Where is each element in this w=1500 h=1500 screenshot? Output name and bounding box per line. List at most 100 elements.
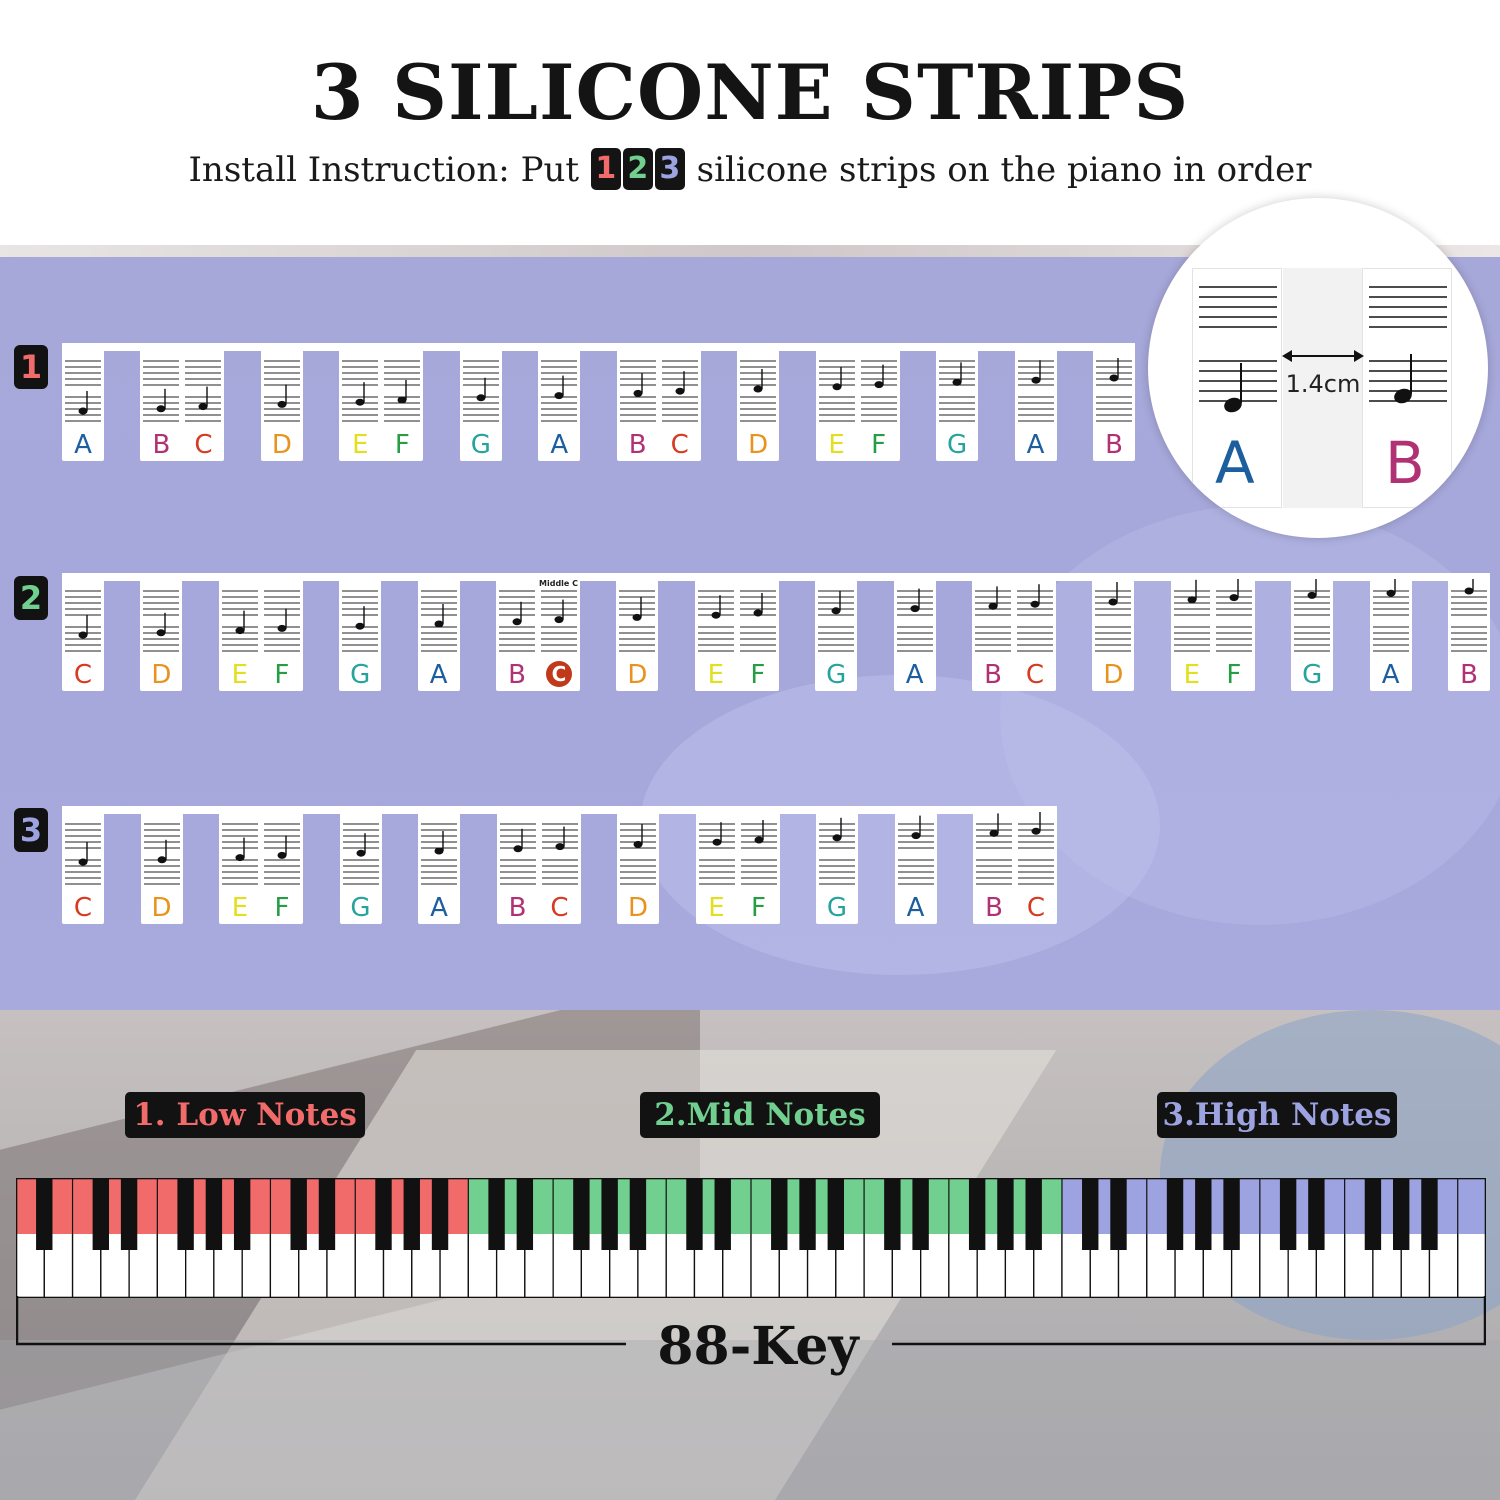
- high-notes-band: [1061, 1178, 1486, 1234]
- page-title: 3 SILICONE STRIPS: [310, 48, 1190, 137]
- strip-1-badge: 1: [14, 345, 48, 389]
- zoom-card-a: A: [1192, 268, 1282, 508]
- note-card-d: D: [140, 806, 183, 924]
- piano-keyboard: [16, 1178, 1486, 1298]
- note-card-g: G: [459, 343, 502, 461]
- black-key: [403, 1178, 420, 1250]
- note-letter: B: [152, 430, 171, 460]
- note-letter: G: [826, 660, 847, 690]
- low-notes-strip: LowNotesABCDEFGABCDEFGAB: [62, 343, 1135, 461]
- black-key: [629, 1178, 647, 1250]
- key-gap: [1283, 268, 1363, 508]
- strip-2-badge: 2: [14, 576, 48, 620]
- note-letter: E: [231, 660, 249, 690]
- note-letter: E: [707, 660, 725, 690]
- staff-icon: [421, 823, 457, 885]
- note-card-d: D: [617, 806, 659, 924]
- note-letter: D: [748, 430, 769, 460]
- black-key: [799, 1178, 816, 1250]
- note-card-a: A: [1014, 343, 1057, 461]
- note-card-g: G: [339, 573, 382, 691]
- note-letter: B: [985, 893, 1003, 923]
- note-letter: G: [947, 430, 968, 460]
- note-letter: E: [708, 893, 725, 923]
- black-key: [120, 1178, 138, 1250]
- note-letter: B: [984, 660, 1002, 690]
- note-letter: G: [470, 430, 491, 460]
- middle-c-label: Middle C: [539, 579, 578, 588]
- note-letter: D: [271, 430, 292, 460]
- note-letter: A: [1026, 430, 1045, 460]
- note-card-g: G: [339, 806, 382, 924]
- staff-icon: [975, 584, 1053, 652]
- black-key: [488, 1178, 505, 1250]
- note-card-a: A: [538, 343, 581, 461]
- staff-icon: [620, 823, 656, 885]
- key-spacing-zoom: A B 1.4cm: [1148, 198, 1488, 538]
- note-card-b: B: [1448, 573, 1490, 691]
- note-letter: A: [550, 430, 569, 460]
- staff-icon: [697, 590, 776, 652]
- note-card-g: G: [816, 806, 858, 924]
- staff-icon: [342, 590, 379, 652]
- note-letter: G: [350, 660, 371, 690]
- black-key: [205, 1178, 223, 1250]
- low-notes-label: 1. Low Notes: [125, 1092, 365, 1138]
- black-key: [1392, 1178, 1410, 1250]
- note-letter: D: [151, 893, 172, 923]
- note-card-g: G: [936, 343, 979, 461]
- background-shape: [0, 1340, 1500, 1500]
- note-letter: B: [508, 660, 526, 690]
- note-card-a: A: [417, 573, 460, 691]
- note-letter: C: [1026, 893, 1046, 923]
- staff-icon: [1451, 579, 1487, 652]
- note-letter: D: [1103, 660, 1124, 690]
- staff-icon: [740, 360, 777, 422]
- black-key: [912, 1178, 929, 1250]
- black-key: [997, 1178, 1014, 1250]
- staff-icon: [342, 823, 379, 885]
- note-letter: C: [1025, 660, 1045, 690]
- staff-icon: [819, 817, 855, 885]
- black-key: [233, 1178, 251, 1250]
- black-key: [1110, 1178, 1127, 1250]
- note-letter: A: [1381, 660, 1400, 690]
- double-arrow-icon: [1282, 350, 1364, 362]
- strip-3-badge: 3: [14, 808, 48, 852]
- staff-icon: [619, 360, 698, 422]
- staff-icon: [1096, 358, 1132, 422]
- note-card-d: D: [140, 573, 183, 691]
- mid-notes-band: [468, 1178, 1062, 1234]
- black-key: [1166, 1178, 1184, 1250]
- high-notes-strip: HighNotesCDEFGABCDEFGABC: [62, 806, 1057, 924]
- black-key: [968, 1178, 986, 1250]
- badge-strip-3: 3: [654, 148, 685, 190]
- black-key: [1364, 1178, 1382, 1250]
- note-letter: F: [274, 893, 290, 923]
- staff-icon: [143, 590, 180, 652]
- staff-icon: [143, 360, 222, 422]
- note-letter: A: [430, 893, 448, 923]
- note-card-c: C: [62, 806, 104, 924]
- note-letter: C: [550, 893, 569, 923]
- note-card-a: A: [418, 806, 460, 924]
- staff-icon: [1173, 579, 1252, 652]
- staff-icon: [619, 590, 656, 652]
- note-letter: E: [828, 430, 845, 460]
- staff-icon: [65, 823, 101, 885]
- black-key: [318, 1178, 336, 1250]
- strips-panel: 1 2 3 LowNotesABCDEFGABCDEFGAB MidNotesC…: [0, 245, 1500, 1010]
- note-card-a: A: [1369, 573, 1412, 691]
- note-card-a: A: [62, 343, 104, 461]
- instruction-text-end: silicone strips on the piano in order: [685, 150, 1312, 190]
- staff-icon: [976, 812, 1054, 885]
- staff-icon: [1372, 579, 1409, 652]
- note-letter: F: [750, 660, 766, 690]
- black-key: [601, 1178, 618, 1250]
- black-key: [1308, 1178, 1325, 1250]
- note-letter: F: [394, 430, 410, 460]
